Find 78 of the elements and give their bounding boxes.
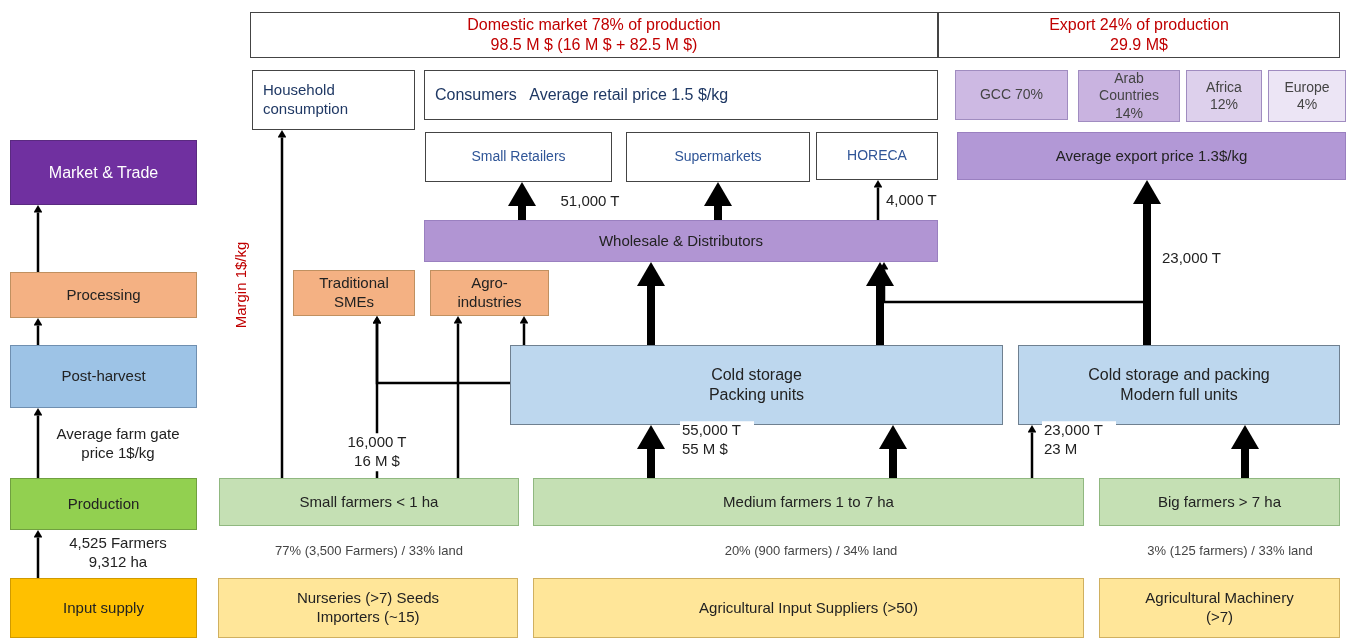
destination-box (955, 70, 1068, 120)
box-label: Agro-industries (456, 274, 523, 312)
box-label: Traditional SMEs (318, 274, 390, 312)
box-label: Agricultural Input Suppliers (>50) (699, 598, 918, 618)
box-label: HORECA (847, 147, 907, 165)
box-label: Supermarkets (674, 148, 762, 166)
arrow (33, 530, 43, 578)
supplier-box (1099, 578, 1340, 638)
arrow (519, 316, 529, 345)
box-label: Agricultural Machinery (>7) (1144, 589, 1295, 627)
arrow (33, 318, 43, 345)
arrow (637, 425, 665, 478)
margin-note: Margin 1$/kg (231, 241, 249, 329)
retail-box (816, 132, 938, 180)
destination-box (1268, 70, 1346, 122)
box-label: Small farmers < 1 ha (299, 492, 439, 512)
consumer-box (424, 70, 938, 120)
destination-box (1186, 70, 1262, 122)
node-note: 20% (900 farmers) / 34% land (724, 543, 898, 558)
box-label: GCC 70% (980, 86, 1043, 104)
supplier-box (533, 578, 1084, 638)
header-box (250, 12, 938, 58)
export-price-box (957, 132, 1346, 180)
arrow (1133, 180, 1161, 345)
box-label: Average export price 1.3$/kg (1055, 146, 1248, 166)
destination-box (1078, 70, 1180, 122)
farmer-box (219, 478, 519, 526)
stage-box (10, 272, 197, 318)
arrow (637, 262, 665, 345)
processor-box (293, 270, 415, 316)
storage-box (1018, 345, 1340, 425)
node-note: 77% (3,500 Farmers) / 33% land (275, 543, 463, 558)
box-label: Consumers Average retail price 1.5 $/kg (435, 85, 729, 105)
box-label: Big farmers > 7 ha (1158, 492, 1281, 512)
box-label: Cold storage Packing units (707, 365, 806, 405)
arrow (33, 205, 43, 272)
arrow (1027, 425, 1037, 478)
supplier-box (218, 578, 518, 638)
box-label: Africa 12% (1205, 78, 1243, 114)
arrow (873, 180, 883, 220)
box-label: Market & Trade (48, 162, 159, 183)
box-label: Processing (66, 285, 141, 305)
arrow (508, 182, 536, 220)
box-label: Production (67, 494, 140, 514)
box-label: Wholesale & Distributors (598, 231, 764, 251)
consumer-box (252, 70, 415, 130)
box-label: Export 24% of production 29.9 M$ (1048, 15, 1230, 55)
arrow (866, 262, 894, 345)
farmer-box (533, 478, 1084, 526)
stage-box (10, 345, 197, 408)
stage-box (10, 140, 197, 205)
box-label: Domestic market 78% of production 98.5 M $ (16 M $ + 82.5 M $) (466, 15, 722, 55)
farmer-box (1099, 478, 1340, 526)
arrow (453, 316, 463, 478)
stage-box (10, 478, 197, 530)
box-label: Small Retailers (471, 148, 566, 166)
box-label: Input supply (63, 598, 144, 618)
processor-box (430, 270, 549, 316)
arrow (277, 130, 287, 478)
node-note: 3% (125 farmers) / 33% land (1147, 543, 1313, 558)
stage-box (10, 578, 197, 638)
arrow (879, 425, 907, 478)
storage-box (510, 345, 1003, 425)
retail-box (425, 132, 612, 182)
arrow (704, 182, 732, 220)
box-label: Medium farmers 1 to 7 ha (723, 492, 894, 512)
box-label: Arab Countries 14% (1098, 69, 1160, 123)
retail-box (626, 132, 810, 182)
box-label: Europe 4% (1283, 78, 1331, 114)
box-label: Nurseries (>7) Seeds Importers (~15) (295, 589, 441, 627)
arrow (33, 408, 43, 478)
arrow (372, 316, 510, 385)
wholesale-box (424, 220, 938, 262)
box-label: Household consumption (263, 81, 350, 119)
header-box (938, 12, 1340, 58)
box-label: Post-harvest (61, 367, 146, 386)
box-label: Cold storage and packing Modern full units (1087, 365, 1271, 405)
arrow (1231, 425, 1259, 478)
